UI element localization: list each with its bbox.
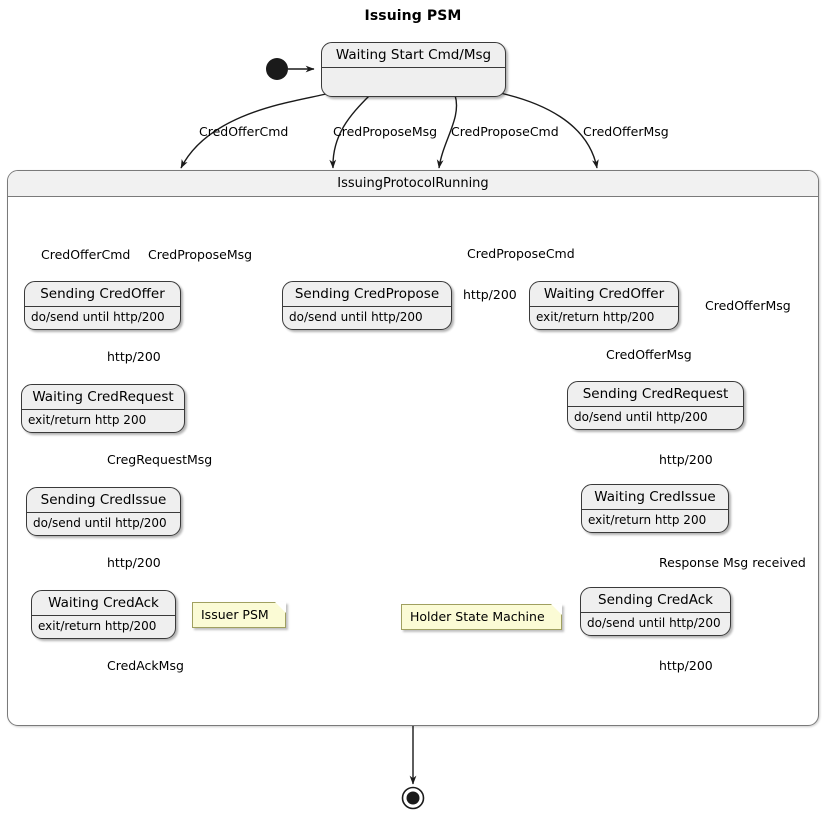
state-waiting-start-cmd-msg[interactable]: Waiting Start Cmd/Msg	[321, 42, 506, 97]
note-text: Issuer PSM	[201, 607, 269, 622]
note-text: Holder State Machine	[410, 609, 545, 624]
state-name: Waiting CredAck	[48, 595, 159, 611]
edge-label-credproposemsg-top: CredProposeMsg	[333, 124, 438, 139]
note-fold-icon	[550, 604, 562, 615]
state-waiting-credrequest[interactable]: Waiting CredRequest exit/return http 200	[21, 384, 185, 433]
state-body	[322, 68, 505, 93]
edge-label-right-credoffermsg-outer: CredOfferMsg	[705, 298, 791, 313]
edge-label-credoffermsg-top: CredOfferMsg	[583, 124, 669, 139]
state-waiting-credissue[interactable]: Waiting CredIssue exit/return http 200	[581, 484, 729, 533]
state-body: do/send until http/200	[33, 516, 167, 530]
state-divider	[581, 612, 730, 613]
state-name: Waiting Start Cmd/Msg	[335, 47, 492, 63]
edge-label-left-credproposemsg: CredProposeMsg	[148, 247, 253, 262]
state-body: do/send until http/200	[289, 310, 423, 324]
state-name: Sending CredPropose	[294, 286, 440, 302]
note-issuer-psm: Issuer PSM	[192, 602, 286, 628]
initial-node-top	[266, 58, 288, 80]
state-sending-credissue[interactable]: Sending CredIssue do/send until http/200	[26, 487, 181, 536]
state-body: exit/return http/200	[536, 310, 655, 324]
state-sending-credrequest[interactable]: Sending CredRequest do/send until http/2…	[567, 381, 744, 430]
composite-state-title: IssuingProtocolRunning	[8, 171, 818, 197]
state-body: do/send until http/200	[574, 410, 708, 424]
state-body: do/send until http/200	[587, 616, 721, 630]
state-waiting-credoffer[interactable]: Waiting CredOffer exit/return http/200	[529, 281, 679, 330]
state-divider	[22, 409, 184, 410]
edge-label-left-http200-b: http/200	[107, 555, 161, 570]
edge-label-left-cregrequestmsg: CregRequestMsg	[107, 452, 213, 467]
final-node-outer	[401, 786, 425, 810]
edge-label-right-credoffermsg-inner: CredOfferMsg	[606, 347, 692, 362]
state-divider	[322, 67, 505, 68]
state-sending-credoffer[interactable]: Sending CredOffer do/send until http/200	[24, 281, 181, 330]
state-name: Sending CredRequest	[582, 386, 729, 402]
state-body: do/send until http/200	[31, 310, 165, 324]
state-sending-credack[interactable]: Sending CredAck do/send until http/200	[580, 587, 731, 636]
state-body: exit/return http/200	[38, 619, 157, 633]
state-divider	[582, 509, 728, 510]
state-name: Sending CredIssue	[40, 492, 167, 508]
state-body: exit/return http 200	[28, 413, 147, 427]
edge-label-left-credackmsg: CredAckMsg	[107, 658, 184, 673]
edge-label-right-http200-c: http/200	[659, 658, 713, 673]
edge-label-right-http200-b: http/200	[659, 452, 713, 467]
note-holder-state-machine: Holder State Machine	[401, 604, 562, 630]
edge-label-right-response-msg-received: Response Msg received	[659, 555, 806, 570]
state-divider	[25, 306, 180, 307]
edge-label-left-credoffercmd: CredOfferCmd	[41, 247, 131, 262]
state-body: exit/return http 200	[588, 513, 707, 527]
state-divider	[283, 306, 451, 307]
state-divider	[32, 615, 175, 616]
note-fold-icon	[274, 602, 286, 613]
edge-label-right-http200-a: http/200	[463, 287, 517, 302]
edge-label-right-credproposecmd: CredProposeCmd	[467, 246, 575, 261]
state-name: Waiting CredIssue	[594, 489, 716, 505]
state-waiting-credack[interactable]: Waiting CredAck exit/return http/200	[31, 590, 176, 639]
edge-label-credproposecmd-top: CredProposeCmd	[451, 124, 559, 139]
state-name: Waiting CredRequest	[32, 389, 174, 405]
state-name: Waiting CredOffer	[543, 286, 665, 302]
state-divider	[27, 512, 180, 513]
edge-label-credoffercmd-top: CredOfferCmd	[199, 124, 289, 139]
state-divider	[530, 306, 678, 307]
page-title: Issuing PSM	[364, 8, 462, 24]
state-divider	[568, 406, 743, 407]
state-name: Sending CredOffer	[40, 286, 165, 302]
edge-label-left-http200-a: http/200	[107, 349, 161, 364]
state-sending-credpropose[interactable]: Sending CredPropose do/send until http/2…	[282, 281, 452, 330]
state-name: Sending CredAck	[598, 592, 713, 608]
